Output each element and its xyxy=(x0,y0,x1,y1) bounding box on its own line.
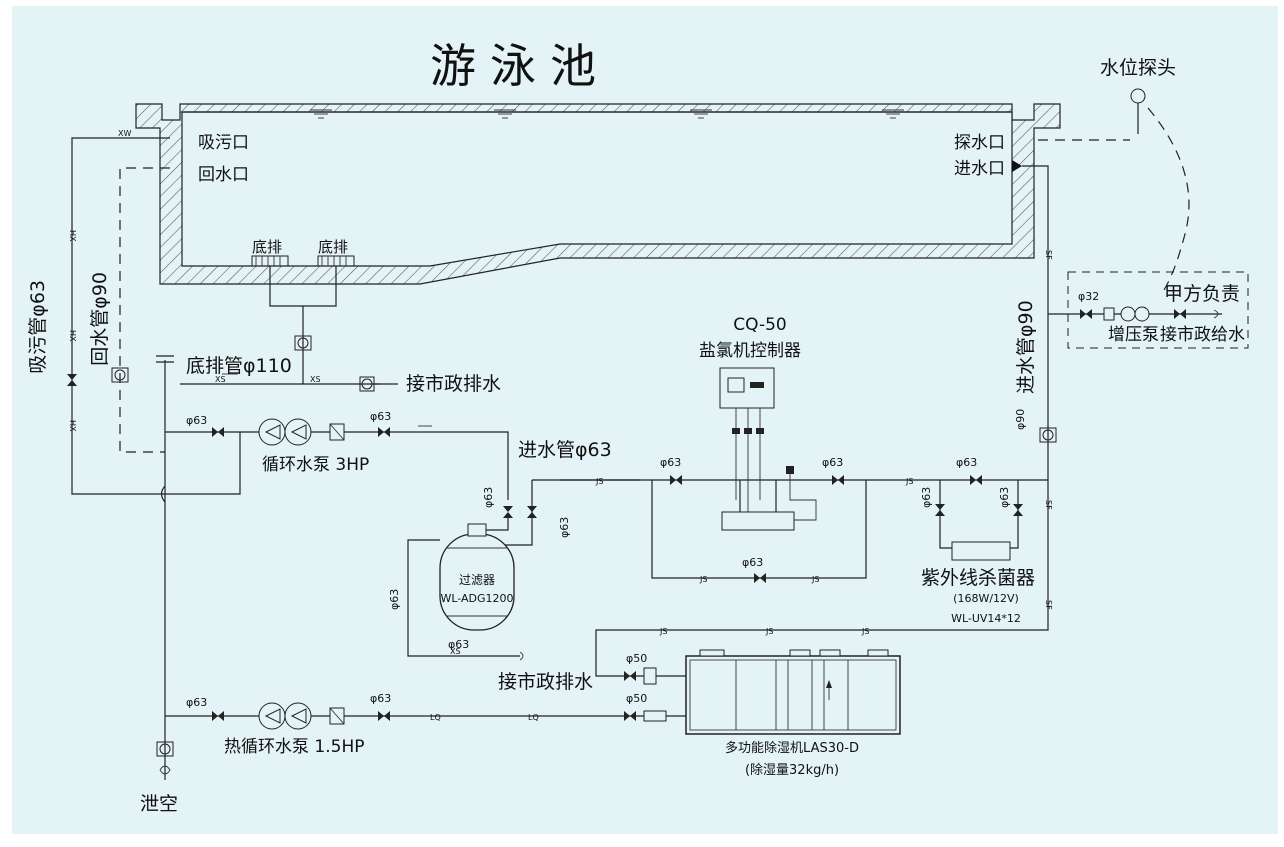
heat-phi63-b: φ63 xyxy=(370,692,391,705)
inlet-phi63-c: φ63 xyxy=(956,456,977,469)
bottom-drain-pipe: XS XS xyxy=(180,266,398,392)
filter-phi63-a: φ63 xyxy=(482,487,495,508)
dehumidifier xyxy=(685,649,901,735)
pipe-code-xw: XW xyxy=(118,129,131,138)
filter-phi63-d: φ63 xyxy=(448,638,469,651)
circulation-pump-label: 循环水泵 3HP xyxy=(262,455,369,475)
controller-model: CQ-50 xyxy=(733,315,787,335)
inlet-line: JS JS JS JS φ63 φ63 φ63 φ63 xyxy=(560,456,1048,584)
left-pipes: XW HX HX HX xyxy=(67,129,170,495)
svg-text:JS: JS xyxy=(811,575,819,584)
inlet-outlet-label: 进水口 xyxy=(954,159,1005,179)
inlet-phi63-b: φ63 xyxy=(822,456,843,469)
municipal-drain-label-1: 接市政排水 xyxy=(406,373,501,395)
svg-text:JS: JS xyxy=(595,477,603,486)
municipal-drain-label-2: 接市政排水 xyxy=(498,671,593,693)
svg-text:HX: HX xyxy=(68,420,77,432)
filter-name: 过滤器 xyxy=(459,573,495,587)
drain-empty-label: 泄空 xyxy=(140,793,178,815)
heat-phi50-b: φ50 xyxy=(626,692,647,705)
main-collector xyxy=(156,355,174,780)
return-outlet-label: 回水口 xyxy=(198,165,249,185)
uv-name: 紫外线杀菌器 xyxy=(921,567,1035,589)
filter-assembly: XS φ63 φ63 φ63 φ63 xyxy=(388,479,640,661)
svg-text:LQ: LQ xyxy=(430,713,441,722)
booster-pump-label: 增压泵 xyxy=(1108,325,1159,345)
salt-chlorinator xyxy=(719,367,817,531)
suction-pipe-label: 吸污管φ63 xyxy=(27,280,49,374)
return-pipe-label: 回水管φ90 xyxy=(89,272,111,366)
heat-circulation-line: LQ LQ φ63 φ63 φ50 φ50 xyxy=(165,652,686,730)
booster-phi32: φ32 xyxy=(1078,290,1099,303)
heat-phi50-a: φ50 xyxy=(626,652,647,665)
municipal-supply-label: 接市政给水 xyxy=(1160,325,1245,345)
dehumidifier-name: 多功能除湿机LAS30-D xyxy=(725,740,859,756)
probe-outlet-label: 探水口 xyxy=(954,133,1005,153)
suction-outlet-label: 吸污口 xyxy=(198,133,249,153)
inlet-pipe-63-label: 进水管φ63 xyxy=(518,439,612,461)
uv-model: WL-UV14*12 xyxy=(951,612,1021,625)
bottom-drain-label-1: 底排 xyxy=(252,238,282,256)
diagram-title: 游泳池 xyxy=(430,39,610,93)
dehumidifier-capacity: (除湿量32kg/h) xyxy=(745,763,839,778)
uv-spec: (168W/12V) xyxy=(953,592,1019,605)
svg-text:HX: HX xyxy=(68,330,77,342)
inlet-phi63-d: φ63 xyxy=(742,556,763,569)
water-level-probe xyxy=(1038,88,1190,291)
owner-responsible-label: 甲方负责 xyxy=(1164,283,1240,305)
svg-text:JS: JS xyxy=(659,627,667,636)
booster-box: φ32 xyxy=(1067,271,1249,349)
svg-text:JS: JS xyxy=(905,477,913,486)
inlet-arrow-icon xyxy=(1012,160,1022,172)
svg-text:SF: SF xyxy=(1044,250,1053,260)
right-riser: SF SF SF JS JS JS φ90 xyxy=(595,165,1080,677)
inlet-pipe-90-label: 进水管φ90 xyxy=(1015,300,1037,394)
riser-phi90: φ90 xyxy=(1014,409,1027,430)
svg-text:XS: XS xyxy=(215,375,226,384)
circ-phi63-b: φ63 xyxy=(370,410,391,423)
controller-name: 盐氯机控制器 xyxy=(699,341,801,361)
svg-text:JS: JS xyxy=(861,627,869,636)
filter-phi63-b: φ63 xyxy=(558,517,571,538)
uv-phi63-b: φ63 xyxy=(998,487,1011,508)
circ-phi63-a: φ63 xyxy=(186,414,207,427)
svg-text:SF: SF xyxy=(1044,600,1053,610)
svg-text:XS: XS xyxy=(310,375,321,384)
svg-text:JS: JS xyxy=(699,575,707,584)
filter-phi63-c: φ63 xyxy=(388,589,401,610)
heat-phi63-a: φ63 xyxy=(186,696,207,709)
svg-text:XS: XS xyxy=(450,647,461,656)
bottom-drain-pipe-label: 底排管φ110 xyxy=(186,355,292,377)
svg-text:LQ: LQ xyxy=(528,713,539,722)
water-probe-label: 水位探头 xyxy=(1100,57,1176,79)
uv-phi63-a: φ63 xyxy=(920,487,933,508)
uv-sterilizer: φ63 φ63 xyxy=(920,480,1023,561)
inlet-phi63-a: φ63 xyxy=(660,456,681,469)
circulation-line: φ63 φ63 xyxy=(165,410,509,500)
svg-text:JS: JS xyxy=(765,627,773,636)
pool-structure xyxy=(135,103,1061,285)
bottom-drain-label-2: 底排 xyxy=(318,238,348,256)
heat-pump-label: 热循环水泵 1.5HP xyxy=(224,737,364,757)
svg-text:HX: HX xyxy=(68,230,77,242)
filter-model: WL-ADG1200 xyxy=(440,592,513,605)
svg-text:SF: SF xyxy=(1044,500,1053,510)
